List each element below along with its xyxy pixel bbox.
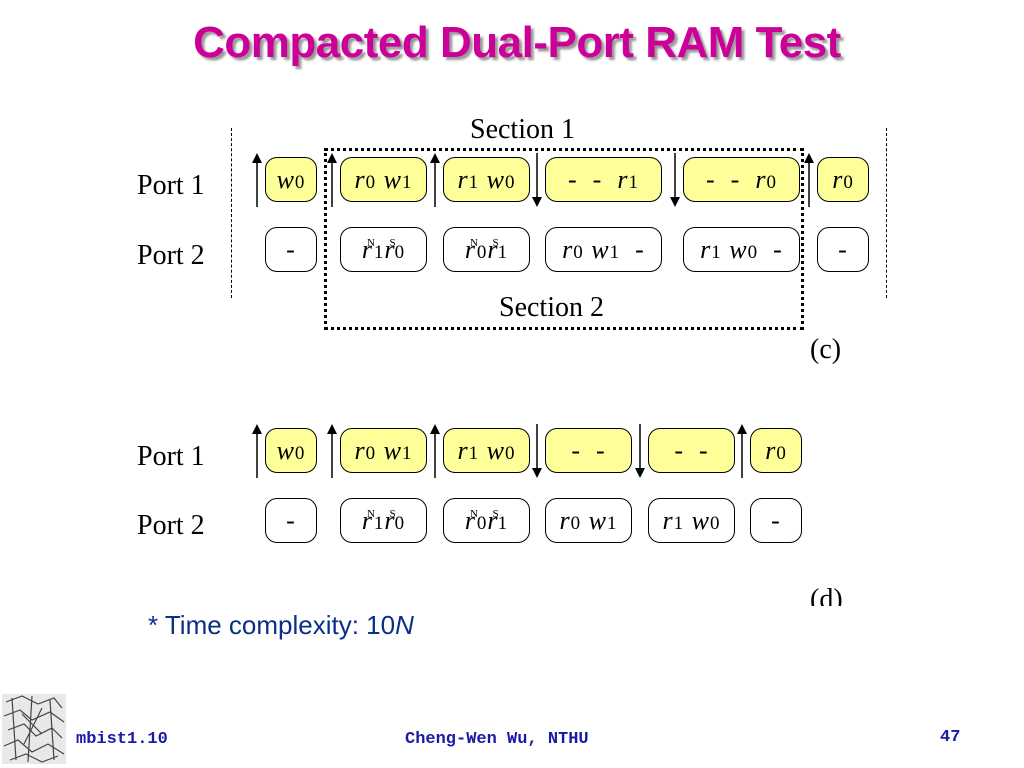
port2-c-op-label: r1 w0 - bbox=[700, 234, 783, 264]
port1-d-op-box: - - bbox=[545, 428, 632, 473]
port2-d-op-box: - bbox=[265, 498, 317, 543]
port1-c-op-label: r1 w0 bbox=[457, 164, 516, 194]
port2-c-op-box: r1 w0 - bbox=[683, 227, 800, 272]
port1-c-op-label: - - r0 bbox=[706, 164, 777, 194]
nthu-logo-icon bbox=[2, 694, 66, 764]
port1-d-op-label: - - bbox=[674, 435, 709, 465]
port1-d-op-box: r1 w0 bbox=[443, 428, 530, 473]
down-arrow-icon bbox=[670, 153, 680, 207]
port2-d-op-box: r0 w1 bbox=[545, 498, 632, 543]
port2-c-op-label: rN0rS1 bbox=[464, 234, 509, 264]
port1-c-op-box: w0 bbox=[265, 157, 317, 202]
up-arrow-icon bbox=[252, 153, 262, 207]
port2-c-op-label: - bbox=[286, 234, 296, 264]
port2-d-op-label: r1 w0 bbox=[662, 505, 721, 535]
port1-c-op-box: r0 bbox=[817, 157, 869, 202]
port2-c-op-box: rN0rS1 bbox=[443, 227, 530, 272]
port2-c-op-box: - bbox=[817, 227, 869, 272]
port1-d-op-box: r0 w1 bbox=[340, 428, 427, 473]
port2-c-op-label: - bbox=[838, 234, 848, 264]
up-arrow-icon bbox=[804, 153, 814, 207]
time-complexity-note: * Time complexity: 10N bbox=[148, 610, 414, 640]
section1-label: Section 1 bbox=[470, 114, 575, 145]
port2-d-op-label: rN1rS0 bbox=[361, 505, 406, 535]
port1-label-c: Port 1 bbox=[137, 170, 205, 201]
port2-d-op-box: rN1rS0 bbox=[340, 498, 427, 543]
port1-c-op-box: - - r1 bbox=[545, 157, 662, 202]
port1-label-d: Port 1 bbox=[137, 441, 205, 472]
up-arrow-icon bbox=[737, 424, 747, 478]
port1-c-op-label: r0 bbox=[832, 164, 854, 194]
footer-slide-id: mbist1.10 bbox=[76, 730, 168, 749]
port1-d-op-label: w0 bbox=[276, 435, 306, 465]
port1-d-op-box: - - bbox=[648, 428, 735, 473]
down-arrow-icon bbox=[635, 424, 645, 478]
right-boundary-line bbox=[886, 128, 887, 298]
port2-c-op-label: rN1rS0 bbox=[361, 234, 406, 264]
section2-dotted-frame bbox=[324, 148, 804, 330]
footer-author: Cheng-Wen Wu, NTHU bbox=[405, 730, 589, 749]
port2-d-op-label: - bbox=[286, 505, 296, 535]
down-arrow-icon bbox=[532, 153, 542, 207]
caption-d: (d) bbox=[810, 584, 843, 606]
caption-c: (c) bbox=[810, 334, 842, 365]
slide-title: Compacted Dual-Port RAM Test bbox=[193, 18, 841, 67]
section2-label: Section 2 bbox=[495, 292, 608, 324]
port2-d-op-label: r0 w1 bbox=[559, 505, 618, 535]
port1-c-op-label: - - r1 bbox=[568, 164, 639, 194]
up-arrow-icon bbox=[252, 424, 262, 478]
port2-d-op-label: - bbox=[771, 505, 781, 535]
port2-c-op-box: - bbox=[265, 227, 317, 272]
port1-d-op-label: r0 bbox=[765, 435, 787, 465]
port1-d-op-label: r0 w1 bbox=[354, 435, 413, 465]
port2-d-op-box: - bbox=[750, 498, 802, 543]
port1-c-op-label: w0 bbox=[276, 164, 306, 194]
up-arrow-icon bbox=[430, 153, 440, 207]
up-arrow-icon bbox=[430, 424, 440, 478]
port1-d-op-label: - - bbox=[571, 435, 606, 465]
port1-c-op-label: r0 w1 bbox=[354, 164, 413, 194]
port2-d-op-box: r1 w0 bbox=[648, 498, 735, 543]
port2-d-op-label: rN0rS1 bbox=[464, 505, 509, 535]
footer-page-number: 47 bbox=[940, 728, 961, 747]
port1-d-op-box: r0 bbox=[750, 428, 802, 473]
up-arrow-icon bbox=[327, 153, 337, 207]
port1-d-op-label: r1 w0 bbox=[457, 435, 516, 465]
left-boundary-line bbox=[231, 128, 232, 298]
port2-c-op-label: r0 w1 - bbox=[562, 234, 645, 264]
port2-c-op-box: rN1rS0 bbox=[340, 227, 427, 272]
up-arrow-icon bbox=[327, 424, 337, 478]
port2-label-c: Port 2 bbox=[137, 240, 205, 271]
port2-d-op-box: rN0rS1 bbox=[443, 498, 530, 543]
port2-c-op-box: r0 w1 - bbox=[545, 227, 662, 272]
port1-c-op-box: r1 w0 bbox=[443, 157, 530, 202]
down-arrow-icon bbox=[532, 424, 542, 478]
port1-c-op-box: r0 w1 bbox=[340, 157, 427, 202]
port1-c-op-box: - - r0 bbox=[683, 157, 800, 202]
port2-label-d: Port 2 bbox=[137, 510, 205, 541]
port1-d-op-box: w0 bbox=[265, 428, 317, 473]
